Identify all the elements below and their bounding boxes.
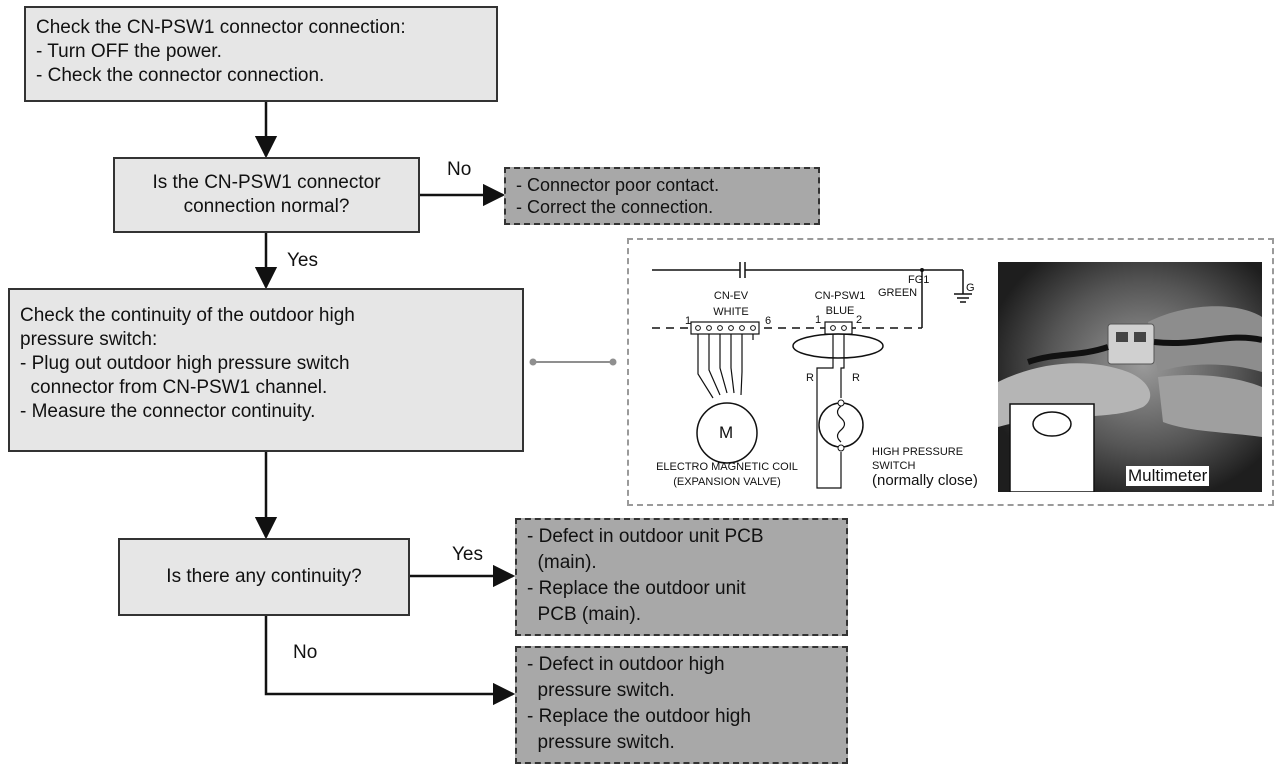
cn-psw1-pin-2: 2: [856, 314, 863, 326]
result-pcb-defect: - Defect in outdoor unit PCB (main). - R…: [515, 518, 848, 636]
step-line: - Check the connector connection.: [36, 65, 325, 86]
switch-label: SWITCH: [872, 460, 916, 472]
multimeter-label: Multimeter: [1126, 466, 1210, 486]
step-line: connector from CN-PSW1 channel.: [20, 377, 328, 398]
decision-line: connection normal?: [183, 196, 350, 217]
valve-label: (EXPANSION VALVE): [673, 476, 781, 488]
wire-r-left: R: [806, 372, 814, 384]
cn-psw1-pin-1: 1: [815, 314, 822, 326]
hps-label: HIGH PRESSURE: [872, 446, 964, 458]
step-line: pressure switch:: [20, 329, 158, 350]
arrow-no-2: [264, 615, 516, 706]
result-line: - Correct the connection.: [516, 197, 714, 217]
white-label: WHITE: [713, 306, 749, 318]
wiring-schematic: [652, 262, 972, 489]
motor-label: M: [719, 423, 734, 442]
connector-photo: [998, 262, 1262, 492]
cn-ev-pin-1: 1: [685, 315, 692, 327]
callout-dot-left: [529, 358, 537, 366]
cn-ev-label: CN-EV: [713, 290, 749, 302]
branch-label-no: No: [447, 159, 472, 180]
result-line: - Replace the outdoor unit: [527, 578, 746, 599]
result-line: - Connector poor contact.: [516, 175, 720, 195]
decision-line: Is there any continuity?: [166, 566, 362, 587]
result-poor-contact: - Connector poor contact. - Correct the …: [504, 167, 820, 225]
callout-dot-right: [609, 358, 617, 366]
cn-ev-pin-6: 6: [765, 315, 772, 327]
photo-illustration: [998, 262, 1262, 492]
branch-label-yes: Yes: [287, 250, 318, 271]
result-line: - Defect in outdoor unit PCB: [527, 526, 764, 547]
result-line: pressure switch.: [527, 680, 675, 701]
result-line: pressure switch.: [527, 732, 675, 753]
step-line: - Measure the connector continuity.: [20, 401, 316, 422]
cn-psw1-label: CN-PSW1: [814, 290, 866, 302]
step-line: Check the CN-PSW1 connector connection:: [36, 17, 406, 38]
result-switch-defect: - Defect in outdoor high pressure switch…: [515, 646, 848, 764]
fg1-label: FG1: [908, 274, 930, 286]
step-line: - Turn OFF the power.: [36, 41, 222, 62]
blue-label: BLUE: [825, 305, 855, 317]
green-label: GREEN: [878, 287, 918, 299]
step-line: - Plug out outdoor high pressure switch: [20, 353, 350, 374]
branch-label-yes: Yes: [452, 544, 483, 565]
step-check-connector: Check the CN-PSW1 connector connection: …: [24, 6, 498, 102]
result-line: (main).: [527, 552, 597, 573]
step-line: Check the continuity of the outdoor high: [20, 305, 355, 326]
step-check-continuity: Check the continuity of the outdoor high…: [8, 288, 524, 452]
result-line: - Defect in outdoor high: [527, 654, 725, 675]
normally-close-label: (normally close): [872, 472, 978, 489]
coil-label: ELECTRO MAGNETIC COIL: [656, 461, 798, 473]
ground-label: G: [966, 282, 975, 294]
result-line: - Replace the outdoor high: [527, 706, 751, 727]
decision-any-continuity: Is there any continuity?: [118, 538, 410, 616]
wire-r-right: R: [852, 372, 860, 384]
decision-line: Is the CN-PSW1 connector: [152, 172, 381, 193]
decision-connection-normal: Is the CN-PSW1 connector connection norm…: [113, 157, 420, 233]
branch-label-no: No: [293, 642, 318, 663]
result-line: PCB (main).: [527, 604, 642, 625]
wiring-diagram-panel: [627, 238, 1274, 506]
